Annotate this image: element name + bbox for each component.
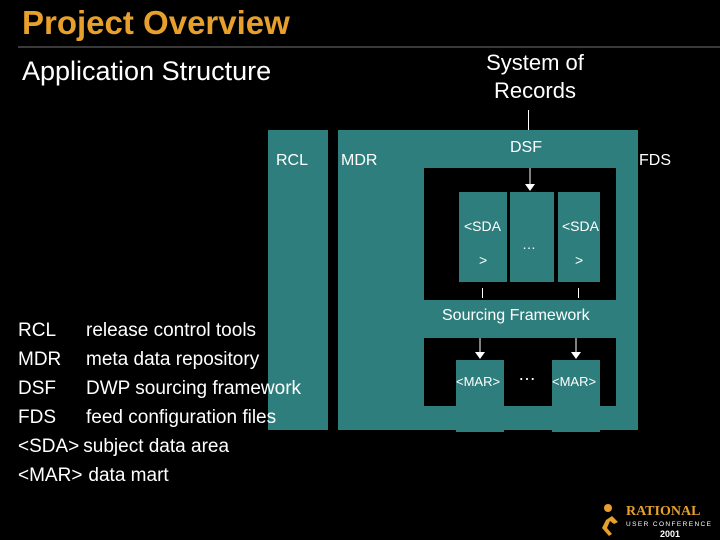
legend-row: FDS feed configuration files [18, 403, 301, 432]
mar-ellipsis: … [518, 364, 536, 384]
rcl-label: RCL [276, 152, 309, 169]
sda-box-middle [510, 192, 554, 282]
section-subtitle: Application Structure [22, 56, 272, 86]
sda-left-label-top: <SDA [464, 218, 501, 234]
sda-connector-left [482, 288, 483, 298]
fds-bottom-band [402, 406, 638, 430]
mar-left-arrow [475, 338, 485, 359]
records-connector [528, 110, 529, 132]
mar-box-right [552, 360, 600, 432]
mdr-box [338, 130, 402, 430]
legend: RCL release control tools MDR meta data re… [18, 316, 301, 490]
legend-row: RCL release control tools [18, 316, 301, 345]
legend-key: FDS [18, 407, 56, 428]
fds-right-column [616, 130, 638, 430]
sda-connector-right [578, 288, 579, 298]
legend-key: <SDA> [18, 436, 80, 457]
legend-desc: meta data repository [86, 349, 260, 370]
legend-desc: DWP sourcing framework [86, 378, 302, 399]
mar-box-left [456, 360, 504, 432]
legend-key: MDR [18, 349, 62, 370]
sda-right-label-top: <SDA [562, 218, 599, 234]
legend-row: <MAR>data mart [18, 461, 301, 490]
rcl-box [268, 130, 328, 430]
legend-desc: release control tools [86, 320, 257, 341]
sda-box-right [558, 192, 600, 282]
legend-desc: subject data area [83, 436, 230, 457]
runner-icon [599, 504, 618, 536]
sda-right-label-bottom: > [575, 252, 584, 268]
mar-left-label: <MAR> [456, 374, 501, 389]
logo-year-text: 2001 [660, 529, 680, 539]
sda-left-label-bottom: > [479, 252, 488, 268]
dsf-top-band [402, 130, 616, 168]
legend-key: RCL [18, 320, 57, 341]
dsf-label: DSF [510, 139, 542, 156]
legend-row: DSF DWP sourcing framework [18, 374, 301, 403]
system-of-records-label: System of Records [486, 50, 584, 103]
fds-left-column [402, 130, 424, 430]
sda-ellipsis: … [522, 236, 536, 252]
fds-label: FDS [639, 152, 671, 169]
legend-key: DSF [18, 378, 56, 399]
legend-key: <MAR> [18, 465, 83, 486]
mdr-label: MDR [341, 152, 378, 169]
rational-conference-logo: RATIONAL USER CONFERENCE 2001 [590, 498, 720, 540]
mar-right-label: <MAR> [552, 374, 597, 389]
sda-box-left [459, 192, 507, 282]
logo-brand-text: RATIONAL [626, 504, 700, 519]
legend-row: MDR meta data repository [18, 345, 301, 374]
legend-desc: feed configuration files [86, 407, 277, 428]
legend-desc: data mart [88, 465, 169, 486]
logo-event-text: USER CONFERENCE [626, 521, 712, 528]
mar-right-arrow [571, 338, 581, 359]
title-divider [18, 46, 720, 48]
page-title: Project Overview [22, 4, 290, 41]
dsf-to-sda-arrow [525, 168, 535, 191]
sourcing-framework-label: Sourcing Framework [442, 307, 590, 324]
legend-row: <SDA>subject data area [18, 432, 301, 461]
sourcing-framework-band [402, 300, 638, 338]
